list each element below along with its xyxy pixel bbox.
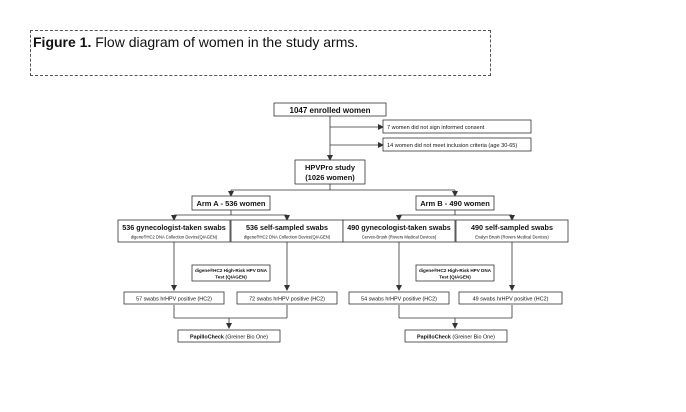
study-count-text: (1026 women)	[305, 173, 355, 182]
test-box-b	[415, 264, 495, 282]
b-gyn-title: 490 gynecologist-taken swabs	[347, 223, 450, 232]
exclusion-consent-box	[382, 119, 532, 134]
enrolled-box	[273, 102, 387, 117]
exclusion-criteria-text: 14 women did not meet inclusion criteria…	[387, 143, 517, 149]
papillocheck-a-vendor: (Greiner Bio One)	[224, 335, 268, 341]
exclusion-criteria-box	[382, 137, 532, 152]
figure-title: Flow diagram of women in the study arms.	[91, 34, 359, 50]
a-gyn-device: digene®HC2 DNA Collection Device(QIAGEN)	[131, 235, 218, 240]
a-self-positive-text: 72 swabs hrHPV positive (HC2)	[249, 297, 325, 303]
exclusion-consent-text: 7 women did not sign informed consent	[387, 125, 485, 131]
a-gyn-positive-box	[123, 291, 225, 305]
figure-label: Figure 1.	[33, 34, 92, 50]
b-self-device: Evalyn Brush (Rovers Medical Devices)	[475, 235, 549, 240]
a-gyn-title: 536 gynecologist-taken swabs	[122, 223, 225, 232]
arm-a-box	[191, 195, 271, 211]
b-gyn-positive-box	[348, 291, 450, 305]
test-b-line2: Test (QIAGEN)	[439, 275, 471, 280]
b-self-positive-text: 49 swabs hrHPV positive (HC2)	[473, 297, 549, 303]
arm-b-box	[415, 195, 495, 211]
test-box-a	[191, 264, 271, 282]
a-gyn-box	[117, 219, 231, 243]
papillocheck-box-a	[177, 329, 281, 343]
test-a-line1: digene®HC2 High-Risk HPV DNA	[195, 267, 268, 273]
enrolled-text: 1047 enrolled women	[290, 106, 371, 115]
a-self-positive-box	[236, 291, 338, 305]
arm-b-text: Arm B - 490 women	[420, 199, 490, 208]
b-gyn-positive-text: 54 swabs hrHPV positive (HC2)	[361, 297, 437, 303]
papillocheck-b-name: PapilloCheck	[417, 335, 451, 341]
b-self-title: 490 self-sampled swabs	[471, 223, 553, 232]
arm-a-text: Arm A - 536 women	[196, 199, 265, 208]
study-box	[294, 159, 366, 185]
a-self-title: 536 self-sampled swabs	[246, 223, 328, 232]
b-self-positive-box	[458, 291, 563, 305]
b-gyn-box	[342, 219, 456, 243]
papillocheck-a-name: PapilloCheck	[190, 335, 224, 341]
figure-caption: Figure 1. Flow diagram of women in the s…	[30, 30, 491, 76]
study-name-text: HPVPro study	[305, 163, 356, 172]
a-self-device: digene®HC2 DNA Collection Device(QIAGEN)	[244, 235, 331, 240]
papillocheck-b-vendor: (Greiner Bio One)	[451, 335, 495, 341]
papillocheck-b-text: PapilloCheck (Greiner Bio One)	[417, 335, 495, 341]
test-a-line2: Test (QIAGEN)	[215, 275, 247, 280]
b-self-box	[455, 219, 569, 243]
papillocheck-box-b	[404, 329, 508, 343]
a-gyn-positive-text: 57 swabs hrHPV positive (HC2)	[136, 297, 212, 303]
b-gyn-device: Cervex-Brush (Rovers Medical Devices)	[362, 235, 437, 240]
papillocheck-a-text: PapilloCheck (Greiner Bio One)	[190, 335, 268, 341]
test-b-line1: digene®HC2 High-Risk HPV DNA	[419, 267, 492, 273]
